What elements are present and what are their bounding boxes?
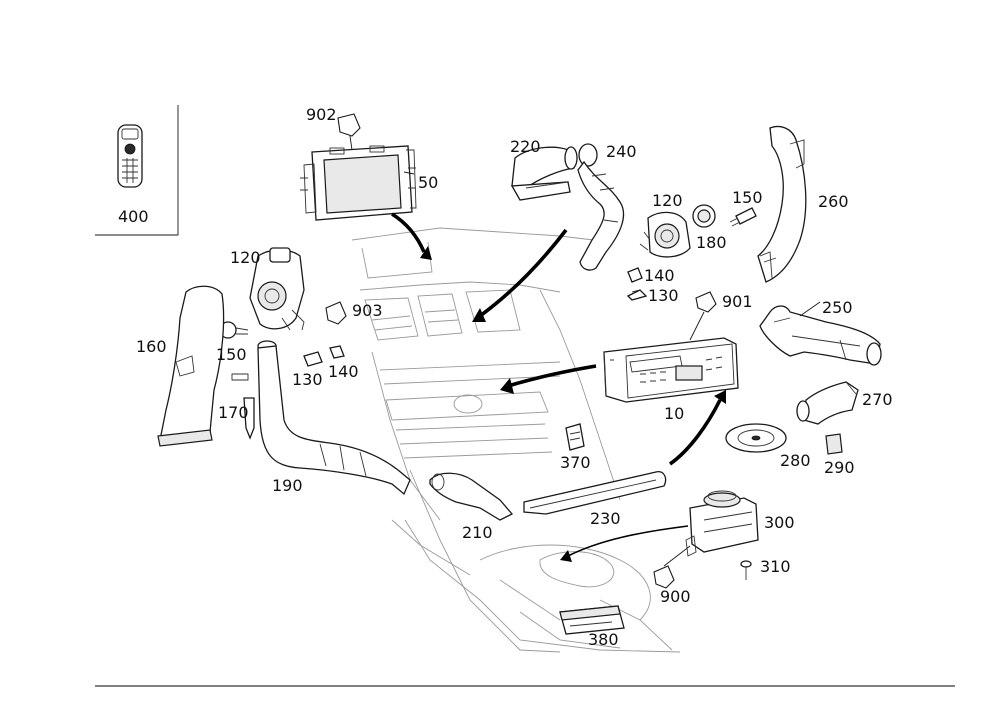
label-140-left: 140 [328, 362, 359, 381]
part-130-clip-right [626, 289, 648, 301]
label-210: 210 [462, 523, 493, 542]
part-120-right-motor [639, 211, 691, 258]
label-180: 180 [696, 233, 727, 252]
label-160: 160 [136, 337, 167, 356]
label-900: 900 [660, 587, 691, 606]
part-901-badge [689, 291, 717, 341]
part-903-badge [325, 301, 347, 325]
part-130-clip-left [303, 351, 323, 367]
label-300: 300 [764, 513, 795, 532]
label-400: 400 [118, 207, 149, 226]
part-labels: 400 902 50 220 240 120 150 260 180 140 1… [118, 105, 893, 649]
label-260: 260 [818, 192, 849, 211]
label-140-right: 140 [644, 266, 675, 285]
arrow-duct-to-vent [472, 228, 568, 322]
arrow-head-unit-to-dash [500, 364, 597, 394]
label-10: 10 [664, 404, 684, 423]
part-10-head-unit [603, 337, 739, 403]
label-230: 230 [590, 509, 621, 528]
part-140-clip-left [329, 345, 345, 359]
part-180-ring [692, 204, 716, 228]
label-130-left: 130 [292, 370, 323, 389]
part-220-duct [510, 146, 578, 201]
part-310-screw [740, 560, 752, 580]
label-380: 380 [588, 630, 619, 649]
label-190: 190 [272, 476, 303, 495]
part-250-duct [759, 305, 882, 366]
part-210-duct [429, 472, 514, 521]
part-160-duct [157, 285, 225, 447]
label-280: 280 [780, 451, 811, 470]
label-270: 270 [862, 390, 893, 409]
label-901: 901 [722, 292, 753, 311]
part-170-pin [231, 373, 255, 440]
label-120-right: 120 [652, 191, 683, 210]
label-250: 250 [822, 298, 853, 317]
part-300-controller [685, 490, 759, 557]
label-310: 310 [760, 557, 791, 576]
arrow-controller-to-console [560, 525, 689, 562]
part-400-remote [95, 105, 179, 236]
part-260-duct [757, 125, 807, 283]
part-120-left-motor [249, 247, 305, 331]
label-120-left: 120 [230, 248, 261, 267]
part-290-card [825, 433, 843, 455]
part-370-connector [565, 423, 585, 451]
part-380-module [559, 605, 625, 635]
part-240-hose [577, 143, 625, 271]
label-240: 240 [606, 142, 637, 161]
label-902: 902 [306, 105, 337, 124]
arrow-trim-to-head-unit [668, 390, 726, 466]
arrow-display-to-dash [391, 212, 432, 260]
part-140-clip-right [627, 267, 643, 283]
label-50: 50 [418, 173, 438, 192]
part-150-screw-right [729, 207, 757, 227]
label-370: 370 [560, 453, 591, 472]
label-130-right: 130 [648, 286, 679, 305]
label-290: 290 [824, 458, 855, 477]
part-190-hose [257, 340, 411, 496]
part-270-duct [796, 381, 859, 425]
part-902-badge [337, 113, 361, 151]
part-280-disc [725, 423, 787, 453]
label-150-left: 150 [216, 345, 247, 364]
label-170: 170 [218, 403, 249, 422]
label-220: 220 [510, 137, 541, 156]
dashboard-outline [351, 227, 681, 653]
label-150-right: 150 [732, 188, 763, 207]
part-900-badge [653, 545, 691, 589]
part-230-trim [523, 471, 667, 515]
part-50-display [300, 145, 417, 221]
leader-lines [403, 171, 821, 317]
label-903: 903 [352, 301, 383, 320]
part-150-screw-left [219, 321, 249, 339]
